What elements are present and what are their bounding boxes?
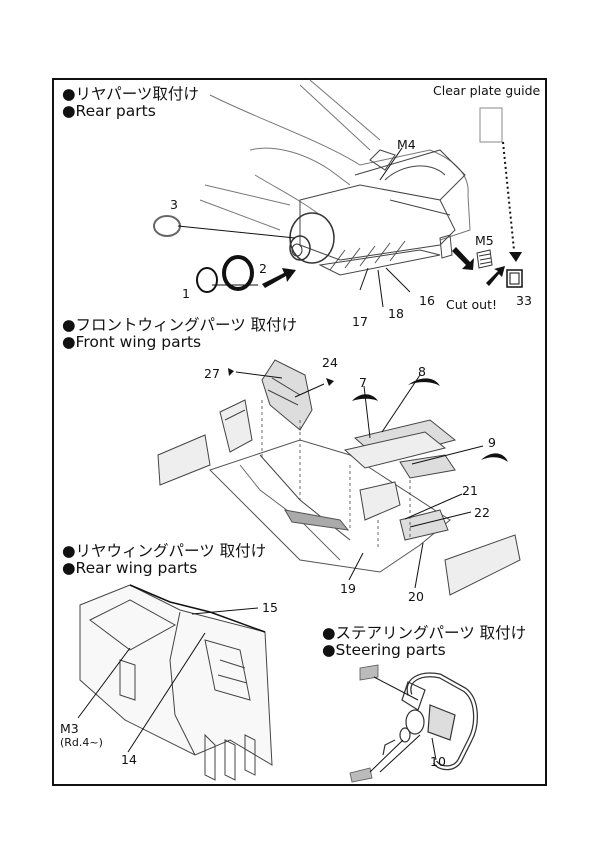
m3-label: M3 (60, 721, 79, 736)
rear-parts-title-jp: ●リヤパーツ取付け (62, 85, 199, 103)
steering-parts (349, 664, 379, 783)
steering-drawing (382, 672, 478, 771)
part-15-label: 15 (262, 600, 278, 615)
diagram-frame (52, 78, 547, 786)
part-9-label: 9 (488, 435, 496, 450)
front-wing-title-en: ●Front wing parts (62, 333, 202, 351)
part-33-label: 33 (516, 293, 532, 308)
part-17-label: 17 (352, 314, 368, 329)
part-m5-label: M5 (475, 233, 494, 248)
part-3-label: 3 (170, 197, 178, 212)
part-m4-label: M4 (397, 137, 416, 152)
rear-leaders (177, 141, 515, 308)
clear-plate-guide-note: Clear plate guide (433, 83, 541, 98)
steering-leaders (369, 676, 437, 773)
part-16-label: 16 (419, 293, 435, 308)
cut-out-note: Cut out! (446, 297, 498, 312)
rear-parts-heading: ●リヤパーツ取付け ●Rear parts (62, 86, 199, 120)
rear-wing-drawing (79, 584, 273, 781)
steering-title-jp: ●ステアリングパーツ 取付け (322, 624, 527, 642)
part-27-label: 27 (204, 366, 220, 381)
rear-parts-drawing (153, 79, 523, 293)
part-1-label: 1 (182, 286, 190, 301)
part-19-label: 19 (340, 581, 356, 596)
part-18-label: 18 (388, 306, 404, 321)
front-wing-leaders (235, 371, 484, 589)
part-7-label: 7 (359, 375, 367, 390)
part-8-label: 8 (418, 364, 426, 379)
part-24-label: 24 (322, 355, 338, 370)
m3-round-note: (Rd.4~) (60, 736, 103, 749)
rear-wing-heading: ●リヤウィングパーツ 取付け ●Rear wing parts (62, 543, 266, 577)
rear-arrows (262, 247, 522, 288)
part-14-label: 14 (121, 752, 137, 767)
steering-title-en: ●Steering parts (322, 641, 446, 659)
rear-wing-title-jp: ●リヤウィングパーツ 取付け (62, 542, 267, 560)
part-22-label: 22 (474, 505, 490, 520)
part-21-label: 21 (462, 483, 478, 498)
front-wing-heading: ●フロントウィングパーツ 取付け ●Front wing parts (62, 317, 297, 351)
part-2-label: 2 (259, 261, 267, 276)
rear-parts-title-en: ●Rear parts (62, 102, 156, 120)
front-wing-title-jp: ●フロントウィングパーツ 取付け (62, 316, 298, 334)
part-20-label: 20 (408, 589, 424, 604)
front-wing-drawing (157, 359, 521, 596)
rear-wing-leaders (77, 607, 259, 753)
steering-heading: ●ステアリングパーツ 取付け ●Steering parts (322, 625, 526, 659)
rear-wing-title-en: ●Rear wing parts (62, 559, 198, 577)
part-10-label: 10 (430, 754, 446, 769)
front-wing-guide-lines (261, 400, 411, 550)
